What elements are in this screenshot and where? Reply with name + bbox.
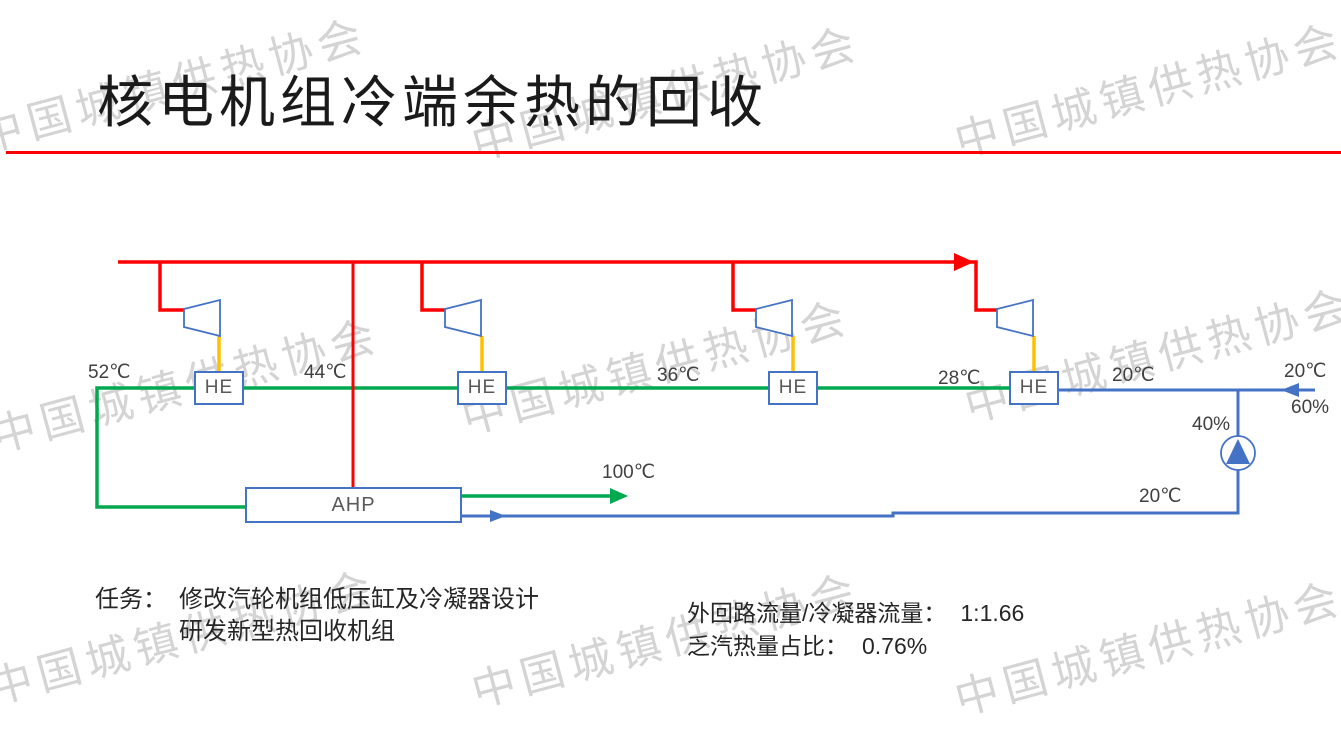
exhaust-share-label: 乏汽热量占比： (687, 633, 848, 659)
turbine-icon-3 (755, 298, 793, 338)
pct-label-60: 60% (1291, 397, 1330, 418)
steam-branch-2 (420, 262, 445, 312)
he-box-label: HE (204, 377, 234, 398)
exhaust-share-value: 0.76% (862, 633, 928, 659)
turbine-icon-4 (996, 298, 1034, 338)
temp-label-20-inlet: 20℃ (1284, 361, 1327, 382)
turbine-icon-2 (444, 298, 482, 338)
temp-label-28: 28℃ (938, 368, 981, 389)
pct-label-40: 40% (1192, 414, 1231, 435)
flow-ratio-label: 外回路流量/冷凝器流量： (687, 600, 947, 626)
heat-loop-line (95, 386, 1009, 509)
title-underline (6, 151, 1341, 154)
he-box-label: HE (1019, 377, 1049, 398)
flow-note: 外回路流量/冷凝器流量： 1:1.66 乏汽热量占比： 0.76% (687, 597, 1024, 663)
task-note-line-2: 研发新型热回收机组 (179, 618, 395, 645)
temp-label-20-return: 20℃ (1139, 486, 1182, 507)
cooling-inlet-arrow-icon (1281, 383, 1299, 397)
he-box-1: HE (194, 371, 244, 405)
he-box-4: HE (1009, 371, 1059, 405)
task-note: 任务： 修改汽轮机组低压缸及冷凝器设计 研发新型热回收机组 (95, 584, 539, 648)
steam-header-line (118, 260, 997, 312)
flow-ratio-line: 外回路流量/冷凝器流量： 1:1.66 (687, 597, 1024, 630)
cooling-return-arrow-icon (490, 510, 506, 522)
temp-label-52: 52℃ (88, 362, 131, 383)
temp-label-20-he4: 20℃ (1112, 365, 1155, 386)
he-box-3: HE (768, 371, 818, 405)
steam-branch-3 (731, 262, 756, 312)
task-note-line-1: 修改汽轮机组低压缸及冷凝器设计 (179, 586, 539, 613)
slide-title: 核电机组冷端余热的回收 (97, 71, 768, 134)
temp-label-44: 44℃ (304, 362, 347, 383)
he-box-label: HE (467, 377, 497, 398)
ahp-box: AHP (245, 487, 462, 523)
he-box-label: HE (778, 377, 808, 398)
temp-label-36: 36℃ (657, 365, 700, 386)
exhaust-share-line: 乏汽热量占比： 0.76% (687, 630, 1024, 663)
turbine-icon-1 (183, 298, 221, 338)
ahp-box-label: AHP (331, 493, 376, 516)
he-box-2: HE (457, 371, 507, 405)
task-note-label: 任务： (95, 586, 167, 613)
cooling-return-line (462, 390, 1240, 518)
temp-label-100-out: 100℃ (602, 462, 656, 483)
steam-branch-1 (158, 262, 184, 312)
flow-ratio-value: 1:1.66 (960, 600, 1025, 626)
steam-header-arrow-icon (954, 253, 974, 271)
heat-output-arrow-icon (610, 488, 628, 504)
pump-arrow-icon (1226, 439, 1250, 464)
